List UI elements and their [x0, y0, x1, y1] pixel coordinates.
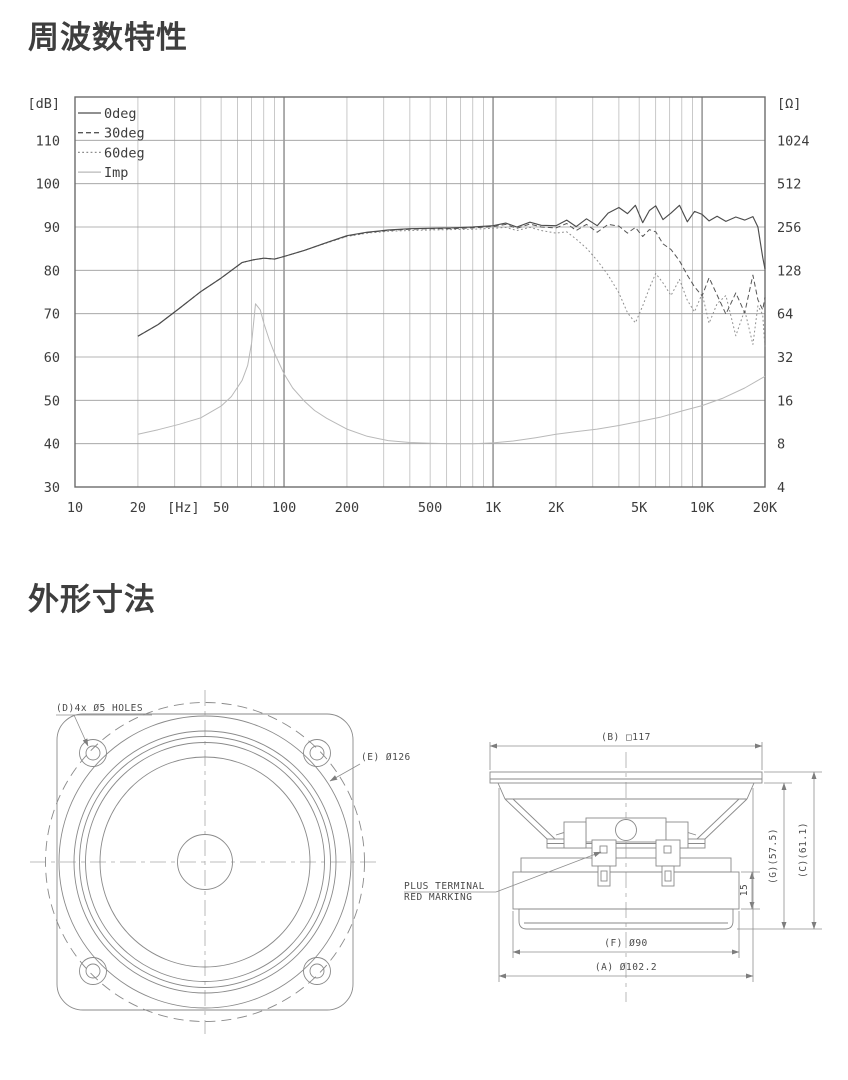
legend-label-30deg: 30deg: [104, 126, 145, 142]
f-dim-label: (F) Ø90: [604, 938, 648, 949]
mounting-holes: [79, 739, 331, 985]
dim-a: (A) Ø102.2: [498, 788, 754, 982]
dim-f: (F) Ø90: [512, 911, 740, 958]
right-axis-tick: 4: [777, 480, 785, 496]
x-axis-tick: [Hz]: [167, 500, 200, 516]
frequency-chart: [dB] 110 100 90 80 70 60 50 40 30 [Ω] 1024 512 256 128…: [27, 96, 810, 516]
holes-leader: [73, 714, 89, 747]
dim-b: (B) □117: [489, 732, 763, 770]
x-axis-tick: 5K: [631, 500, 648, 516]
surround-outer-circle: [85, 742, 325, 982]
plus-terminal-marking: [599, 845, 608, 854]
right-axis-tick: 512: [777, 177, 801, 193]
dust-cap-circle: [177, 834, 233, 890]
right-axis-tick: 64: [777, 307, 793, 323]
front-view: (D)4x Ø5 HOLES (E) Ø126: [30, 690, 411, 1034]
legend-label-Imp: Imp: [104, 165, 128, 181]
x-axis-tick: 500: [418, 500, 442, 516]
side-view: (B) □117 15 (G)(57.5) (C)(61.1): [404, 732, 822, 1002]
terminal-assembly: [563, 817, 689, 887]
frame-circle: [58, 715, 352, 1009]
g-dim-label: (G)(57.5): [768, 828, 779, 884]
left-axis-tick: 110: [36, 133, 60, 149]
terminal-callout: PLUS TERMINAL RED MARKING: [404, 851, 602, 903]
right-axis-tick: 8: [777, 437, 785, 453]
legend-label-0deg: 0deg: [104, 106, 137, 122]
x-axis-tick: 10K: [690, 500, 715, 516]
terminal-leader: [495, 851, 602, 893]
dim-magnet-height: 15: [739, 871, 760, 910]
flange: [489, 771, 763, 784]
b-dim-label: (B) □117: [601, 732, 651, 743]
x-axis-tick: 20: [130, 500, 146, 516]
legend-label-60deg: 60deg: [104, 145, 145, 161]
terminal-label-line2: RED MARKING: [404, 892, 472, 903]
right-axis-tick: 32: [777, 350, 793, 366]
right-axis-tick: 16: [777, 393, 793, 409]
left-axis-tick: 50: [44, 393, 60, 409]
dimensions-section-title: 外形寸法: [28, 582, 156, 617]
dim-g: (G)(57.5): [737, 782, 822, 930]
left-axis-tick: 90: [44, 220, 60, 236]
bottom-plate: [518, 908, 734, 930]
left-axis-tick: 70: [44, 307, 60, 323]
left-axis-unit: [dB]: [27, 96, 60, 112]
x-axis-tick: 100: [272, 500, 296, 516]
left-axis-tick: 100: [36, 177, 60, 193]
left-axis-tick: 30: [44, 480, 60, 496]
frequency-section-title: 周波数特性: [28, 20, 188, 55]
right-axis-unit: [Ω]: [777, 96, 801, 112]
e-dia-label: (E) Ø126: [361, 752, 411, 763]
gasket-outer-circle: [73, 730, 337, 994]
x-axis-tick: 50: [213, 500, 229, 516]
dimension-drawing: (D)4x Ø5 HOLES (E) Ø126: [30, 690, 822, 1034]
e-dia-leader: [329, 763, 361, 782]
x-axis-tick: 2K: [548, 500, 565, 516]
x-axis-tick: 200: [335, 500, 359, 516]
magnet-height-label: 15: [739, 884, 750, 896]
holes-label: (D)4x Ø5 HOLES: [56, 703, 143, 714]
left-axis-tick: 80: [44, 263, 60, 279]
c-dim-label: (C)(61.1): [798, 822, 809, 878]
circumscribed-circle: [45, 702, 365, 1022]
x-axis-tick: 1K: [485, 500, 502, 516]
frame-outline: [56, 713, 354, 1011]
cone-circle: [99, 756, 311, 968]
terminal-label-line1: PLUS TERMINAL: [404, 881, 485, 892]
magnet-assembly: [512, 857, 740, 930]
left-axis-tick: 40: [44, 437, 60, 453]
right-axis-tick: 256: [777, 220, 801, 236]
left-axis-tick: 60: [44, 350, 60, 366]
x-axis-tick: 10: [67, 500, 83, 516]
a-dim-label: (A) Ø102.2: [595, 962, 657, 973]
right-axis-tick: 1024: [777, 133, 810, 149]
x-axis-tick: 20K: [753, 500, 778, 516]
dim-c: (C)(61.1): [764, 771, 822, 930]
right-axis-tick: 128: [777, 263, 801, 279]
gasket-inner-circle: [79, 736, 331, 988]
